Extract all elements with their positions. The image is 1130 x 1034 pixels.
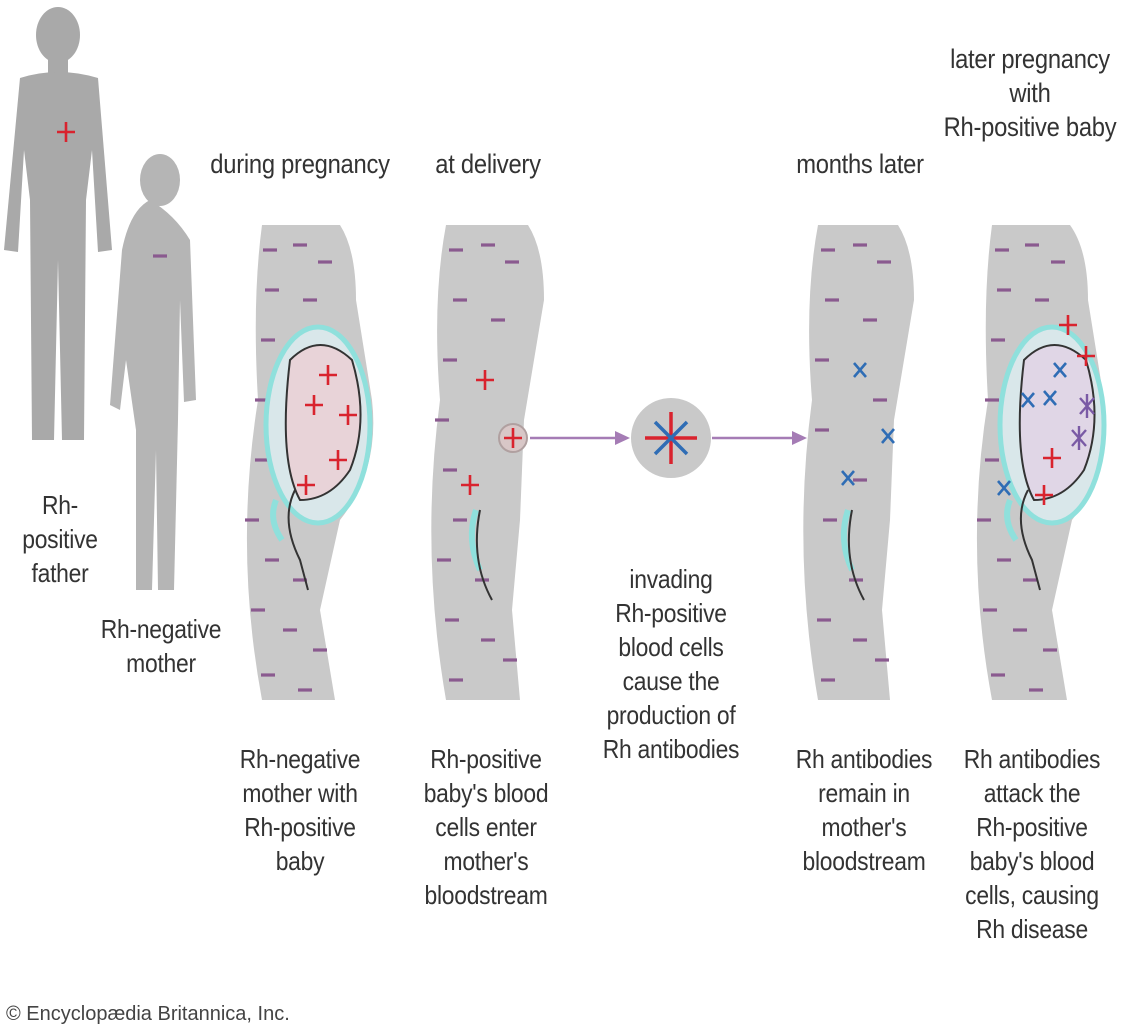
father-silhouette bbox=[4, 7, 112, 440]
panel-during-pregnancy bbox=[245, 225, 373, 700]
panel-months-later bbox=[803, 225, 914, 700]
panel-later-pregnancy bbox=[977, 225, 1105, 700]
heading-at-delivery: at delivery bbox=[418, 147, 559, 181]
heading-months-later: months later bbox=[784, 147, 935, 181]
copyright: © Encyclopædia Britannica, Inc. bbox=[6, 1003, 290, 1026]
mother-rh-negative-mark bbox=[153, 254, 167, 257]
arrow-to-months-later bbox=[712, 431, 807, 445]
panel-at-delivery bbox=[431, 225, 544, 700]
mother-silhouette bbox=[110, 154, 196, 590]
heading-later-pregnancy: later pregnancy with Rh-positive baby bbox=[942, 42, 1118, 144]
arrow-to-production bbox=[530, 431, 630, 445]
antibody-production-cell bbox=[631, 398, 711, 478]
heading-during-pregnancy: during pregnancy bbox=[203, 147, 397, 181]
